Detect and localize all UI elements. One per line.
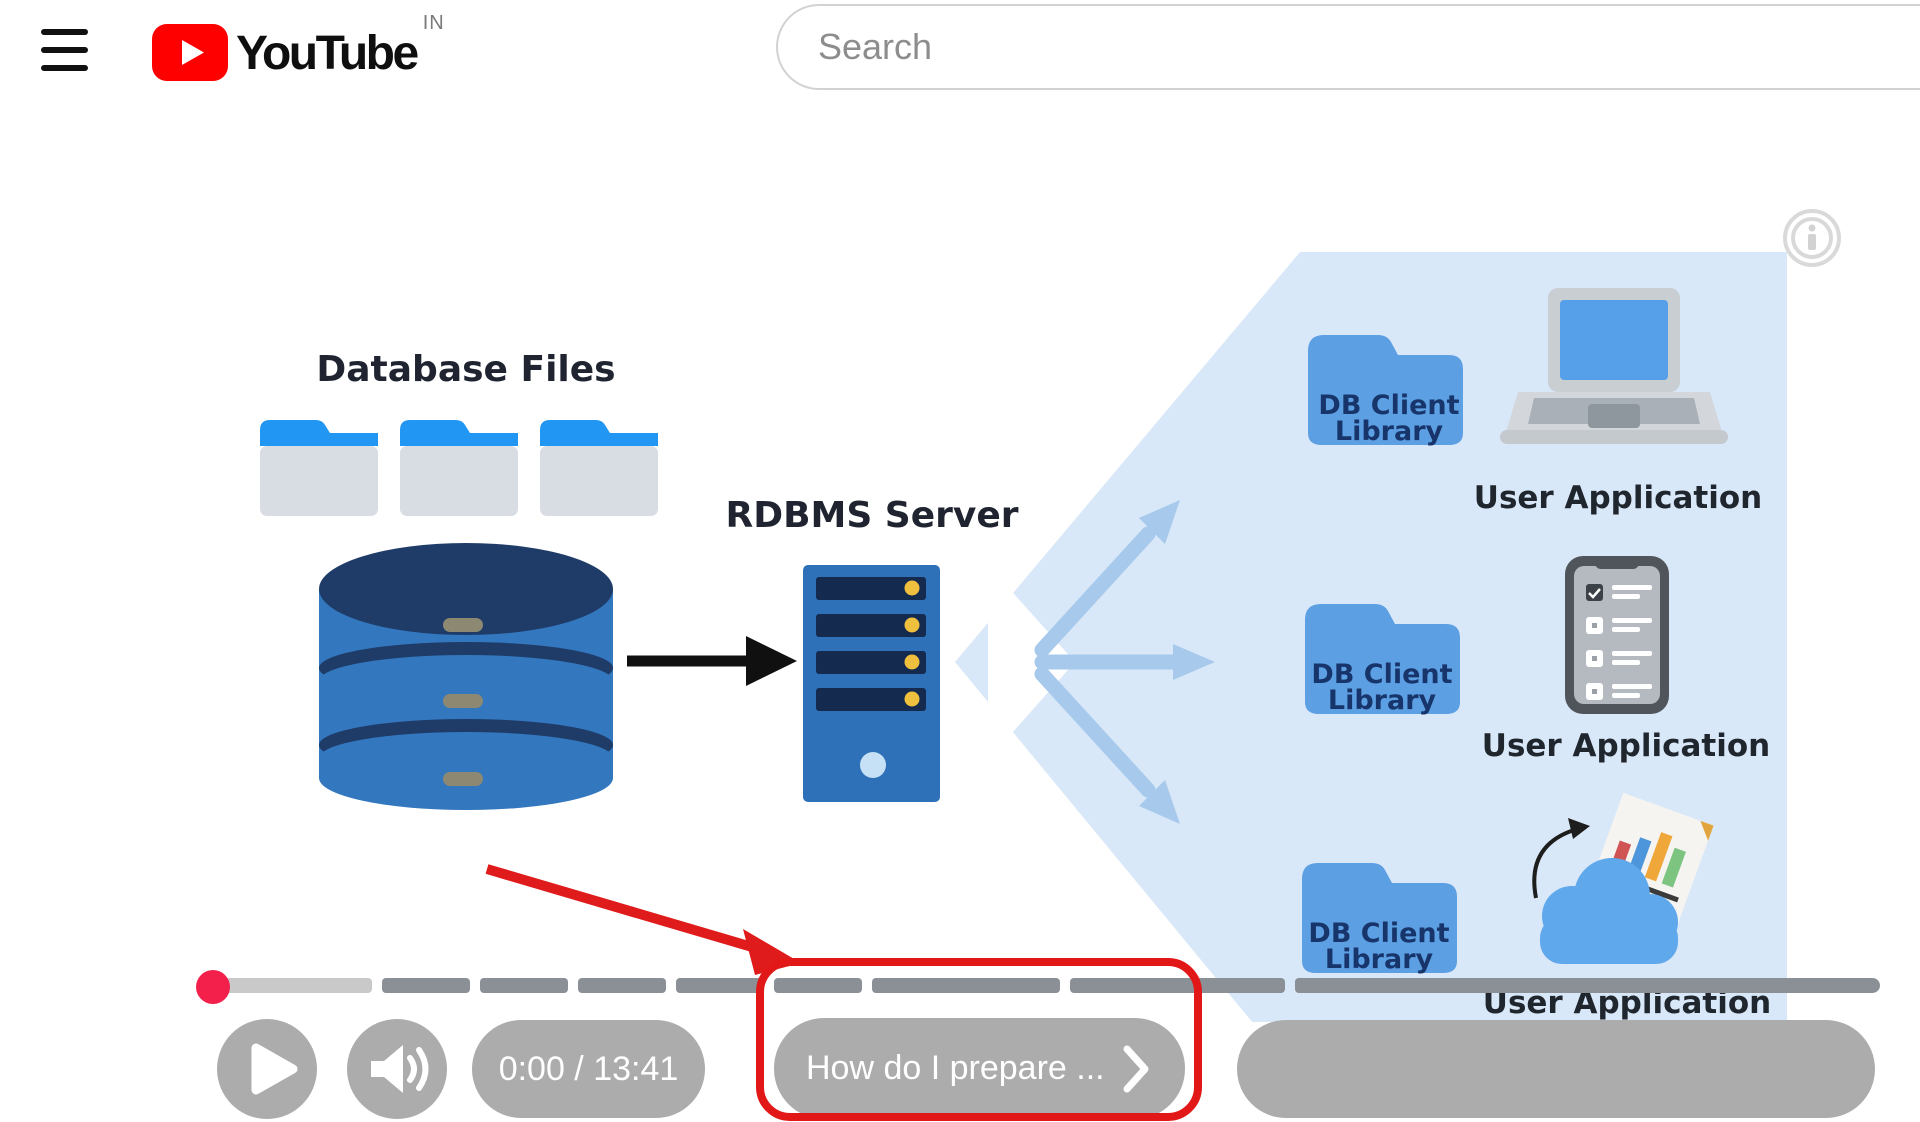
server-tower-icon [803,565,940,802]
svg-text:Library: Library [1328,685,1437,716]
laptop-icon [1500,288,1728,444]
chapter-title: How do I prepare ... [806,1049,1105,1087]
chevron-right-icon [1123,1045,1149,1092]
time-text: 0:00 / 13:41 [498,1049,679,1088]
user-application-label: User Application [1482,728,1770,764]
volume-icon [371,1045,429,1093]
fanout-notch [988,565,1075,760]
db-client-folder: DB Client Library [1302,863,1457,975]
svg-text:DB Client: DB Client [1318,390,1459,421]
db-client-folder: DB Client Library [1305,604,1460,716]
user-application-label: User Application [1474,480,1762,516]
database-files-label: Database Files [316,349,615,390]
play-button[interactable] [217,1019,317,1119]
folder-icon [540,420,658,516]
cloud-report-icon [1532,792,1714,964]
fanout-arrows [1034,526,1186,798]
volume-button[interactable] [347,1019,447,1119]
region-label: IN [422,12,445,34]
database-cylinder-icon [319,543,613,810]
search-input[interactable] [816,25,1720,69]
data-flow-arrow [627,636,797,686]
folder-icon [260,420,378,516]
database-folder-icons [260,420,658,516]
chapter-button[interactable]: How do I prepare ... [774,1018,1185,1119]
phone-checklist-icon [1565,556,1669,714]
menu-button[interactable] [41,29,88,71]
search-box[interactable] [776,4,1920,90]
db-client-folder: DB Client Library [1308,335,1463,447]
video-frame[interactable]: Database Files [0,96,1920,1022]
progress-scrubber[interactable] [196,970,230,1004]
rdbms-server-label: RDBMS Server [725,495,1018,536]
svg-text:Library: Library [1325,944,1434,975]
youtube-wordmark: YouTube [236,27,419,80]
youtube-logo[interactable]: YouTube IN [152,12,445,81]
svg-text:DB Client: DB Client [1308,918,1449,949]
hamburger-icon [41,29,88,35]
time-display: 0:00 / 13:41 [472,1020,705,1118]
play-icon [251,1043,298,1095]
svg-text:Library: Library [1335,416,1444,447]
info-icon[interactable] [1783,209,1841,267]
folder-icon [400,420,518,516]
youtube-play-icon [152,24,228,81]
svg-text:DB Client: DB Client [1311,659,1452,690]
right-controls [1237,1020,1875,1118]
